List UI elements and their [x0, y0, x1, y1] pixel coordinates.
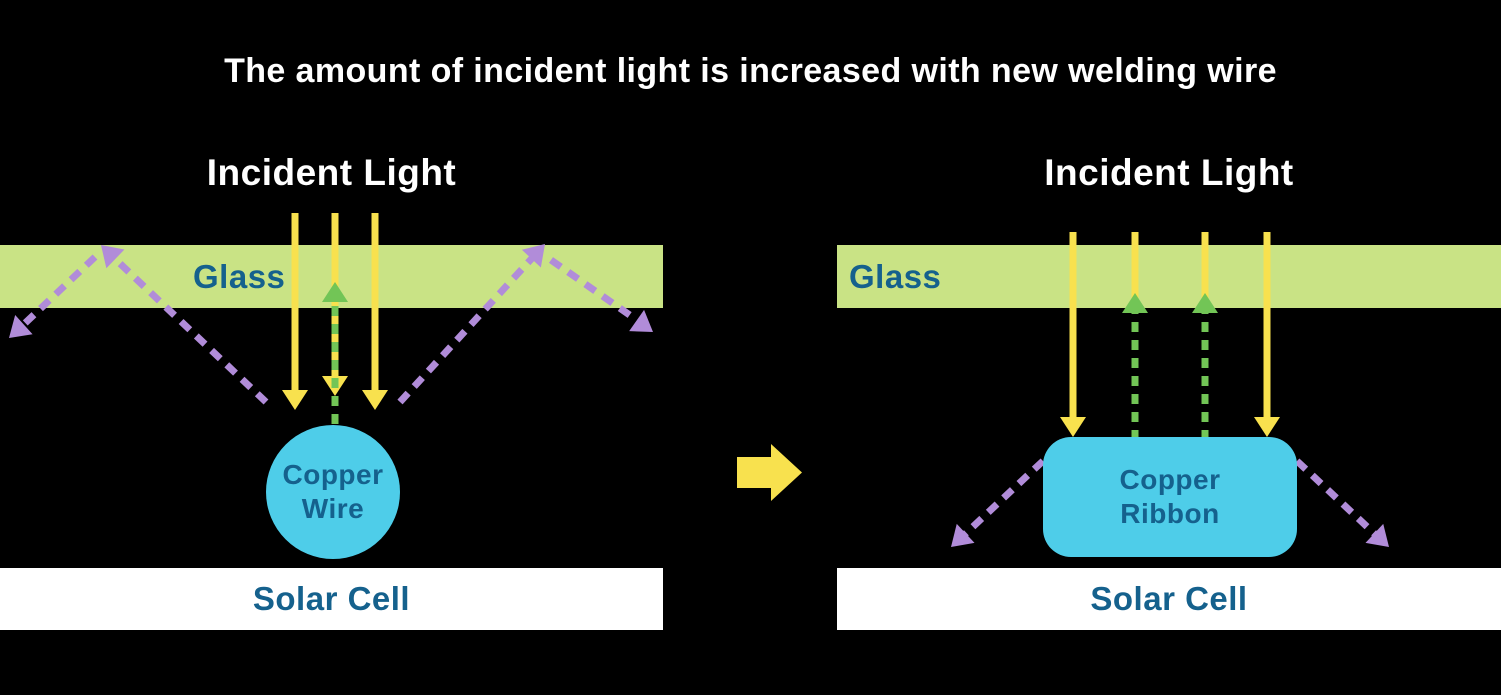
page-title: The amount of incident light is increase… [224, 52, 1277, 90]
solar-cell-label-right: Solar Cell [1090, 580, 1248, 617]
copper-wire: Copper Wire [266, 425, 400, 559]
solar-cell-right: Solar Cell [837, 568, 1501, 630]
glass-label-left: Glass [193, 257, 286, 295]
solar-cell-left: Solar Cell [0, 568, 663, 630]
incident-light-label-right: Incident Light [1044, 152, 1294, 193]
reflected-ray-right-1 [1122, 293, 1148, 440]
incident-light-label-left: Incident Light [206, 152, 457, 193]
glass-label-right: Glass [849, 257, 942, 295]
transform-arrow-icon [737, 444, 802, 501]
copper-ribbon-label-line2: Ribbon [1120, 498, 1220, 529]
copper-wire-label-line1: Copper [282, 459, 384, 491]
incident-ray-left-1 [282, 213, 308, 410]
solar-cell-label-left: Solar Cell [252, 580, 411, 617]
redirected-ray-right-right [1294, 458, 1389, 547]
glass-band-right: Glass [837, 245, 1501, 308]
glass-band-left: Glass [0, 245, 663, 308]
redirected-ray-right-left [951, 458, 1046, 547]
incident-ray-left-3 [362, 213, 388, 410]
copper-ribbon-label-line1: Copper [1119, 464, 1221, 496]
copper-ribbon: Copper Ribbon [1043, 437, 1297, 557]
copper-wire-label-line2: Wire [301, 493, 365, 524]
reflected-ray-right-2 [1192, 293, 1218, 440]
